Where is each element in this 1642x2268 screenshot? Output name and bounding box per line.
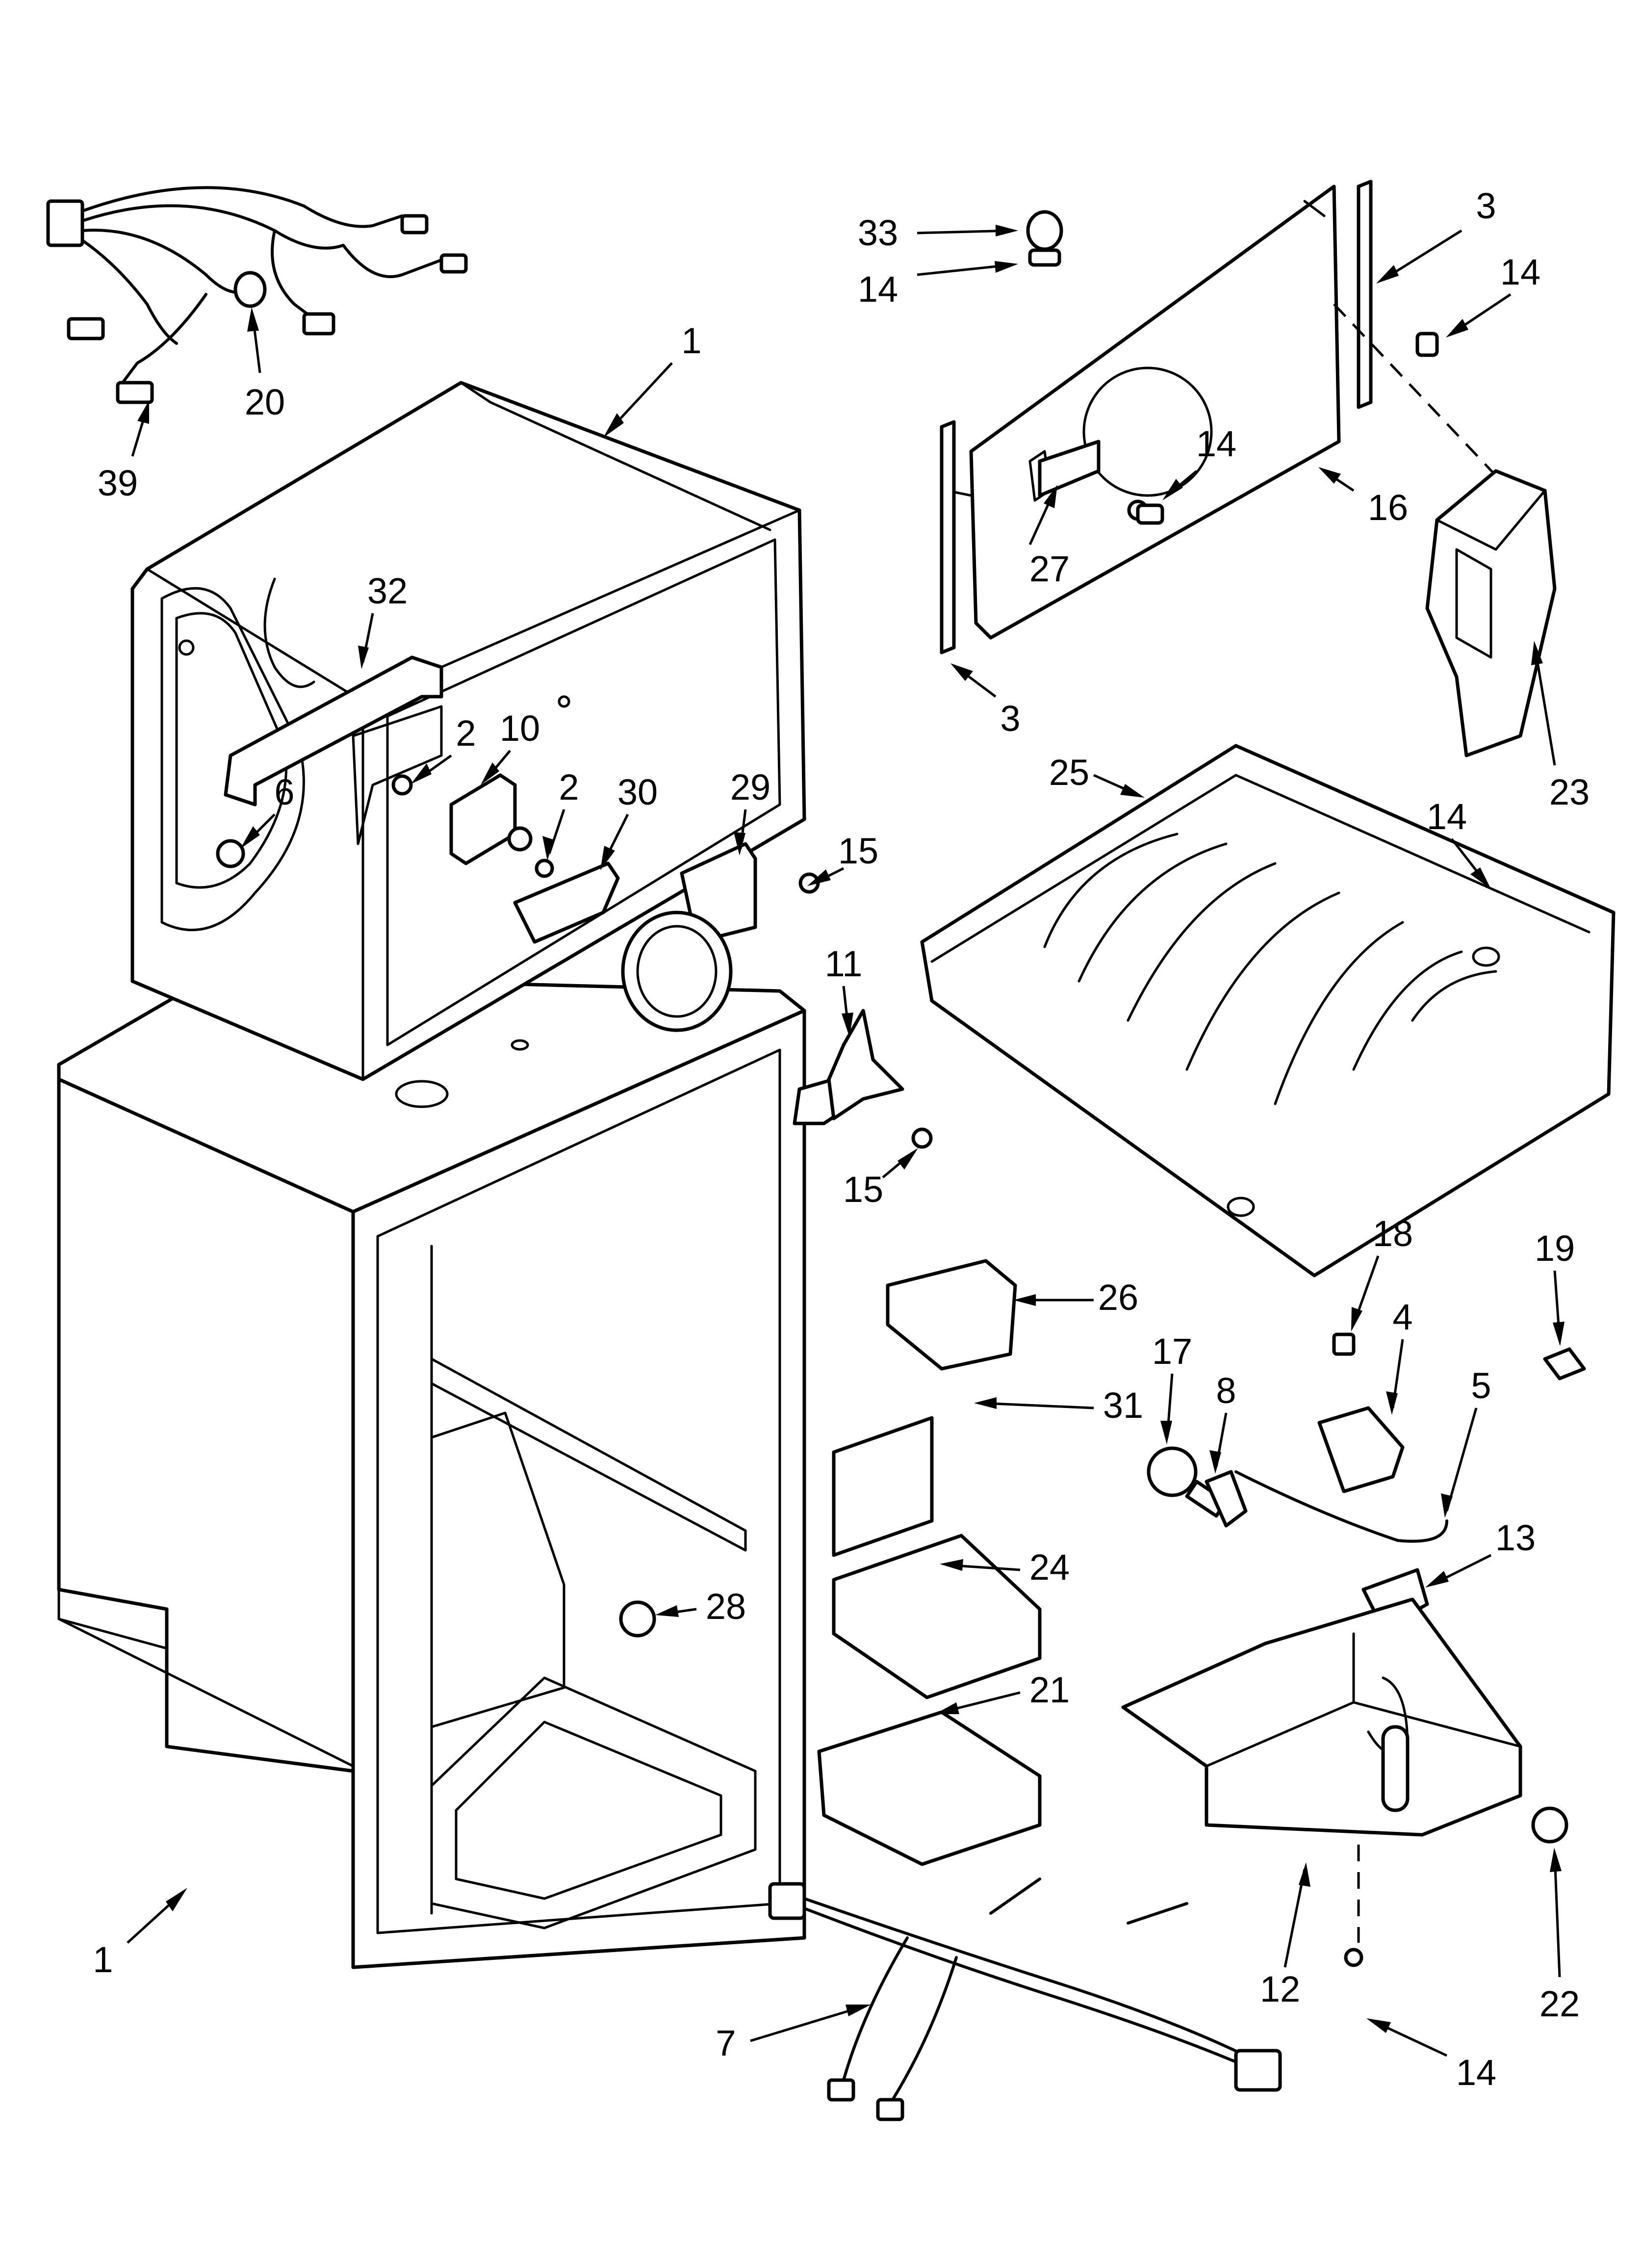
light-housing-parts xyxy=(817,1259,1042,1866)
callout-27: 27 xyxy=(1029,548,1070,589)
lower-wire-harness xyxy=(768,1877,1282,2121)
upper-wire-harness xyxy=(46,186,468,404)
callout-14-a: 14 xyxy=(858,269,898,310)
callout-group: 1 1 2 2 3 3 4 5 6 7 8 10 xyxy=(93,185,1590,2093)
callout-10: 10 xyxy=(500,708,540,749)
air-duct xyxy=(1425,469,1557,757)
callout-32: 32 xyxy=(367,571,408,611)
freezer-liner xyxy=(130,381,806,1081)
callout-12: 12 xyxy=(1260,1969,1300,2009)
callout-14-b: 14 xyxy=(1500,252,1540,292)
callout-25: 25 xyxy=(1049,752,1089,793)
callout-11: 11 xyxy=(825,943,863,984)
callout-33: 33 xyxy=(858,212,898,253)
callout-16: 16 xyxy=(1368,487,1408,528)
callout-7: 7 xyxy=(716,2023,736,2063)
callout-39: 39 xyxy=(98,463,138,503)
callout-4: 4 xyxy=(1392,1297,1412,1337)
callout-21: 21 xyxy=(1029,1669,1070,1710)
callout-13: 13 xyxy=(1495,1517,1536,1558)
callout-14-d: 14 xyxy=(1427,796,1467,837)
callout-6: 6 xyxy=(274,772,294,812)
callout-5: 5 xyxy=(1471,1365,1491,1406)
callout-18: 18 xyxy=(1373,1213,1413,1254)
callout-29: 29 xyxy=(730,767,770,808)
callout-14-e: 14 xyxy=(1456,2052,1496,2093)
callout-23: 23 xyxy=(1549,772,1590,812)
callout-24: 24 xyxy=(1029,1547,1070,1588)
fresh-food-liner xyxy=(57,974,806,1969)
callout-26: 26 xyxy=(1098,1277,1138,1318)
fan-blade-and-fasteners xyxy=(619,1009,904,1638)
callout-31: 31 xyxy=(1103,1385,1143,1426)
callout-22: 22 xyxy=(1539,1983,1580,2024)
callout-15-a: 15 xyxy=(838,831,878,871)
evaporator-cover xyxy=(940,180,1502,654)
callout-30: 30 xyxy=(617,772,658,812)
freezer-control-parts xyxy=(216,655,933,1149)
callout-2-a: 2 xyxy=(456,713,476,754)
callout-28: 28 xyxy=(706,1586,746,1627)
callout-3-top: 3 xyxy=(1476,185,1496,226)
callout-17: 17 xyxy=(1152,1331,1192,1372)
callout-2-b: 2 xyxy=(559,767,579,808)
control-small-parts xyxy=(1147,1332,1586,1631)
callout-19: 19 xyxy=(1535,1228,1575,1269)
drain-pan-assembly xyxy=(1121,1597,1568,1967)
callout-14-c: 14 xyxy=(1196,423,1236,464)
callout-3-bottom: 3 xyxy=(1000,698,1020,739)
callout-1-top: 1 xyxy=(681,320,701,361)
callout-8: 8 xyxy=(1216,1370,1236,1411)
freezer-shelf xyxy=(920,744,1616,1277)
callout-20: 20 xyxy=(245,382,285,422)
callout-15-b: 15 xyxy=(843,1169,883,1210)
callout-1-bottom: 1 xyxy=(93,1939,113,1980)
